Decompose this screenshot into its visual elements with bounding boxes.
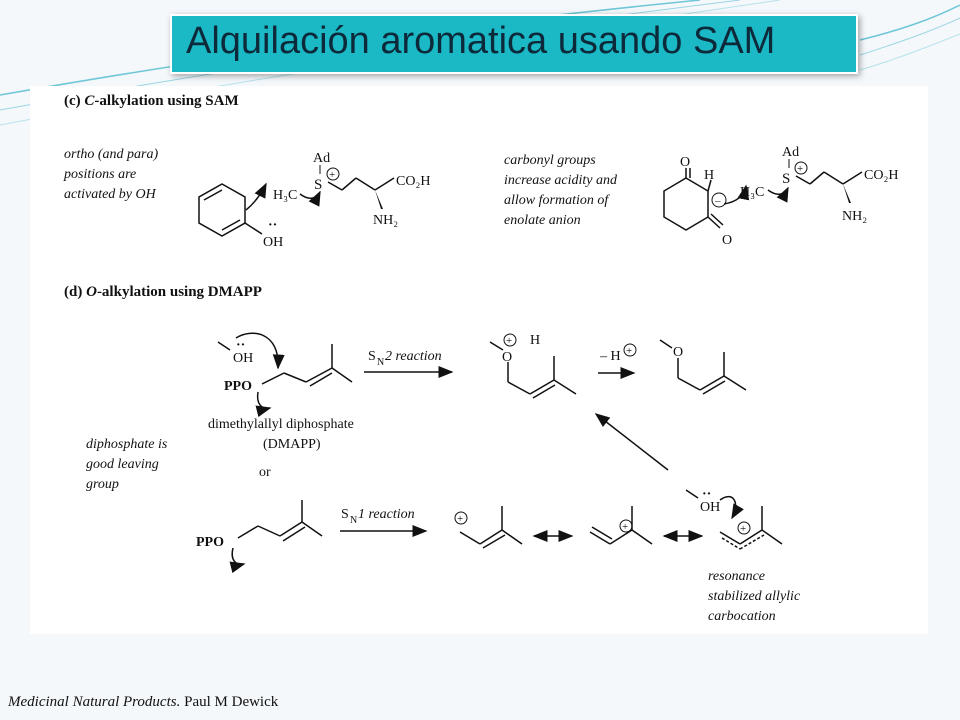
dmapp-sn1-ppo-label: PPO	[196, 535, 224, 550]
cyclohexanedione-structure	[663, 168, 750, 231]
stereo-wedge	[375, 190, 383, 209]
note-resonance: resonance stabilized allylic carbocation	[708, 569, 801, 624]
sam-h3c-label: H₃C	[273, 188, 297, 203]
oh-lone-pair: ··	[268, 218, 277, 233]
svg-text:– H: – H	[599, 349, 621, 364]
oxonium-o-label: O	[502, 350, 512, 365]
svg-text:1 reaction: 1 reaction	[358, 507, 415, 522]
phenol-structure	[198, 182, 267, 237]
dmapp-sn1-structure	[229, 500, 323, 574]
carbonyl-o-top: O	[680, 155, 690, 170]
cation-charge-icon	[454, 511, 468, 525]
deprotonation-arrow: – H +	[598, 343, 637, 379]
reaction-figure: (c) C-alkylation using SAM ortho (and pa…	[30, 86, 928, 634]
slide-title: Alquilación aromatica usando SAM	[186, 20, 776, 62]
svg-text:stabilized allylic: stabilized allylic	[708, 589, 801, 604]
svg-text:carbocation: carbocation	[708, 609, 776, 624]
svg-text:diphosphate is: diphosphate is	[86, 437, 168, 452]
enolate-charge-icon	[711, 192, 727, 208]
plus-sign: +	[506, 335, 512, 347]
sn2-arrow: S N 2 reaction	[364, 349, 454, 378]
slide-title-box: Alquilación aromatica usando SAM	[170, 14, 858, 74]
note-ortho-para: ortho (and para) positions are activated…	[63, 147, 158, 202]
or-connector: or	[259, 465, 271, 480]
sam-ad-label: Ad	[313, 151, 330, 166]
note-diphosphate: diphosphate is good leaving group	[86, 437, 168, 492]
svg-text:N: N	[377, 357, 384, 368]
oxonium-intermediate	[489, 341, 577, 399]
svg-text:increase acidity and: increase acidity and	[504, 173, 618, 188]
svg-text:S: S	[368, 349, 376, 364]
oxonium-charge-icon	[503, 333, 517, 347]
svg-text:positions are: positions are	[63, 167, 136, 182]
citation-author: Paul M Dewick	[184, 694, 279, 710]
section-c-heading: (c) C-alkylation using SAM	[64, 93, 239, 109]
reaction-scheme: (c) C-alkylation using SAM ortho (and pa…	[63, 93, 898, 624]
sam2-s-label: S	[782, 171, 790, 187]
dmapp-methanol-structure	[217, 332, 353, 418]
sam-co2h-label: CO₂H	[396, 174, 430, 189]
svg-text:activated by OH: activated by OH	[64, 187, 157, 202]
svg-text:N: N	[350, 515, 357, 526]
sam-nh2-label: NH₂	[373, 213, 398, 228]
sam2-nh2-label: NH₂	[842, 209, 867, 224]
source-citation: Medicinal Natural Products. Paul M Dewic…	[8, 694, 278, 711]
sam-s-label: S	[314, 177, 322, 193]
sam2-charge-icon	[794, 161, 808, 175]
sam2-co2h-label: CO₂H	[864, 168, 898, 183]
svg-text:ortho (and para): ortho (and para)	[64, 147, 158, 162]
plus-sign: +	[797, 163, 803, 175]
cation-charge-icon	[619, 519, 633, 533]
sam2-side-chain	[767, 171, 863, 203]
svg-text:allow formation of: allow formation of	[504, 193, 610, 208]
ether-o-label: O	[673, 345, 683, 360]
section-d-heading: (d) O-alkylation using DMAPP	[64, 284, 262, 300]
oh-lone-pair: ··	[236, 338, 245, 353]
minus-sign: –	[714, 195, 721, 207]
sulfonium-charge-icon	[326, 167, 340, 181]
allyl-cation-2	[589, 506, 653, 545]
recombination-arrow	[594, 413, 669, 471]
ether-product	[659, 339, 747, 395]
plus-sign: +	[740, 523, 746, 535]
sam2-ad-label: Ad	[782, 145, 799, 160]
svg-text:2 reaction: 2 reaction	[385, 349, 442, 364]
carbonyl-o-bottom: O	[722, 233, 732, 248]
stereo-wedge	[843, 184, 851, 203]
svg-text:resonance: resonance	[708, 569, 765, 584]
cation-charge-icon	[737, 521, 751, 535]
delocalized-cation	[685, 489, 783, 550]
svg-text:S: S	[341, 507, 349, 522]
dmapp-ppo-label: PPO	[224, 379, 252, 394]
svg-text:group: group	[86, 477, 119, 492]
plus-sign: +	[622, 521, 628, 533]
plus-sign: +	[329, 169, 335, 181]
sam2-h3c-label: H₃C	[740, 185, 764, 200]
dmapp-abbreviation: (DMAPP)	[263, 437, 321, 452]
oxonium-h-label: H	[530, 333, 540, 348]
sam-side-chain	[299, 177, 395, 207]
sn1-arrow: S N 1 reaction	[340, 507, 428, 537]
plus-sign: +	[457, 513, 463, 525]
alpha-h-label: H	[704, 168, 714, 183]
allyl-cation-1	[459, 506, 523, 549]
svg-text:good leaving: good leaving	[86, 457, 159, 472]
svg-text:enolate anion: enolate anion	[504, 213, 581, 228]
citation-source: Medicinal Natural Products.	[8, 694, 181, 710]
methanol2-oh-label: OH	[700, 500, 720, 515]
svg-text:carbonyl groups: carbonyl groups	[504, 153, 596, 168]
note-carbonyl: carbonyl groups increase acidity and all…	[504, 153, 618, 228]
svg-text:+: +	[626, 345, 632, 357]
oh-lone-pair: ··	[702, 487, 711, 502]
phenol-oh-label: OH	[263, 235, 283, 250]
dmapp-name: dimethylallyl diphosphate	[208, 417, 354, 432]
methanol-oh-label: OH	[233, 351, 253, 366]
